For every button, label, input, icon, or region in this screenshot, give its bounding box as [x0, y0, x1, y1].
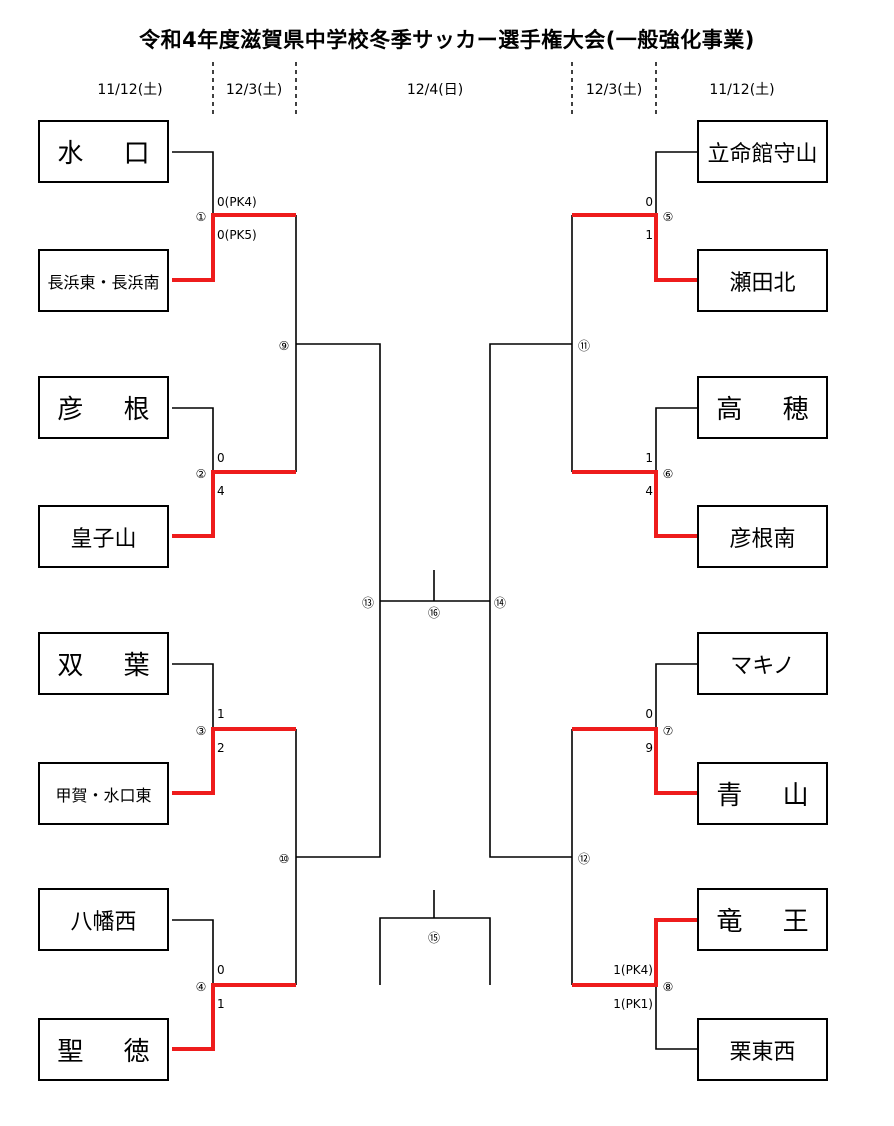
match-number-3: ③	[196, 724, 207, 738]
score-m3-bottom: 2	[217, 741, 225, 755]
team-box-left-1: 水 口	[38, 120, 169, 183]
match-number-9: ⑨	[279, 339, 290, 353]
match-number-12: ⑫	[578, 852, 590, 866]
bracket-black-lines	[172, 151, 697, 1050]
score-m2-top: 0	[217, 451, 225, 465]
date-left-round1: 11/12(土)	[97, 82, 163, 98]
team-box-right-4: 彦根南	[697, 505, 828, 568]
date-left-round2: 12/3(土)	[225, 82, 283, 98]
team-box-left-5: 双 葉	[38, 632, 169, 695]
match-number-14: ⑭	[494, 596, 506, 610]
score-m7-bottom: 9	[645, 741, 653, 755]
match-number-6: ⑥	[663, 467, 674, 481]
team-box-left-6: 甲賀・水口東	[38, 762, 169, 825]
page-title: 令和4年度滋賀県中学校冬季サッカー選手権大会(一般強化事業)	[139, 28, 755, 52]
score-m1-top: 0(PK4)	[217, 195, 257, 209]
team-box-right-1: 立命館守山	[697, 120, 828, 183]
team-box-left-7: 八幡西	[38, 888, 169, 951]
score-m1-bottom: 0(PK5)	[217, 228, 257, 242]
team-box-left-3: 彦 根	[38, 376, 169, 439]
match-number-8: ⑧	[663, 980, 674, 994]
team-box-right-8: 栗東西	[697, 1018, 828, 1081]
match-number-5: ⑤	[663, 210, 674, 224]
team-box-right-2: 瀬田北	[697, 249, 828, 312]
team-box-right-5: マキノ	[697, 632, 828, 695]
match-number-1: ①	[196, 210, 207, 224]
match-number-11: ⑪	[578, 339, 590, 353]
score-m3-top: 1	[217, 707, 225, 721]
match-number-7: ⑦	[663, 724, 674, 738]
score-m6-bottom: 4	[645, 484, 653, 498]
date-right-round1: 11/12(土)	[709, 82, 775, 98]
match-number-15: ⑮	[428, 931, 440, 945]
match-number-2: ②	[196, 467, 207, 481]
score-m8-bottom: 1(PK1)	[613, 997, 653, 1011]
match-number-4: ④	[196, 980, 207, 994]
score-m5-top: 0	[645, 195, 653, 209]
bracket-winner-lines	[172, 213, 697, 1051]
score-m5-bottom: 1	[645, 228, 653, 242]
team-box-left-4: 皇子山	[38, 505, 169, 568]
score-m2-bottom: 4	[217, 484, 225, 498]
match-number-10: ⑩	[279, 852, 290, 866]
score-m4-bottom: 1	[217, 997, 225, 1011]
team-box-left-8: 聖 徳	[38, 1018, 169, 1081]
score-m7-top: 0	[645, 707, 653, 721]
score-m8-top: 1(PK4)	[613, 963, 653, 977]
date-right-round2: 12/3(土)	[585, 82, 643, 98]
date-final: 12/4(日)	[406, 82, 464, 98]
match-number-16: ⑯	[428, 606, 440, 620]
team-box-right-6: 青 山	[697, 762, 828, 825]
team-box-left-2: 長浜東・長浜南	[38, 249, 169, 312]
score-m6-top: 1	[645, 451, 653, 465]
date-dividers	[212, 62, 657, 118]
match-number-13: ⑬	[362, 596, 374, 610]
team-box-right-7: 竜 王	[697, 888, 828, 951]
team-box-right-3: 高 穂	[697, 376, 828, 439]
score-m4-top: 0	[217, 963, 225, 977]
